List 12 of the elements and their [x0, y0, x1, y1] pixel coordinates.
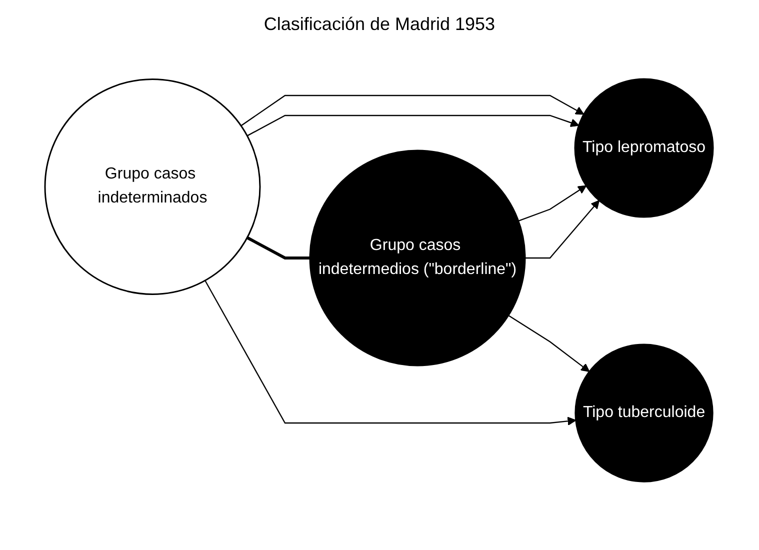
- diagram-title: Clasificación de Madrid 1953: [262, 14, 496, 35]
- arrow: [205, 280, 577, 426]
- arrow: [508, 314, 590, 372]
- connector: [246, 236, 310, 260]
- node-circle: Grupo casos indeterminados: [44, 78, 262, 295]
- node-circle: Tipo lepromatoso: [574, 78, 714, 218]
- arrow: [241, 94, 585, 126]
- arrow: [247, 114, 580, 136]
- node-circle: Tipo tuberculoide: [575, 343, 714, 482]
- node-circle: Grupo casos indetermedios ("borderline"): [310, 149, 526, 366]
- arrow: [525, 200, 600, 258]
- arrow: [518, 185, 588, 222]
